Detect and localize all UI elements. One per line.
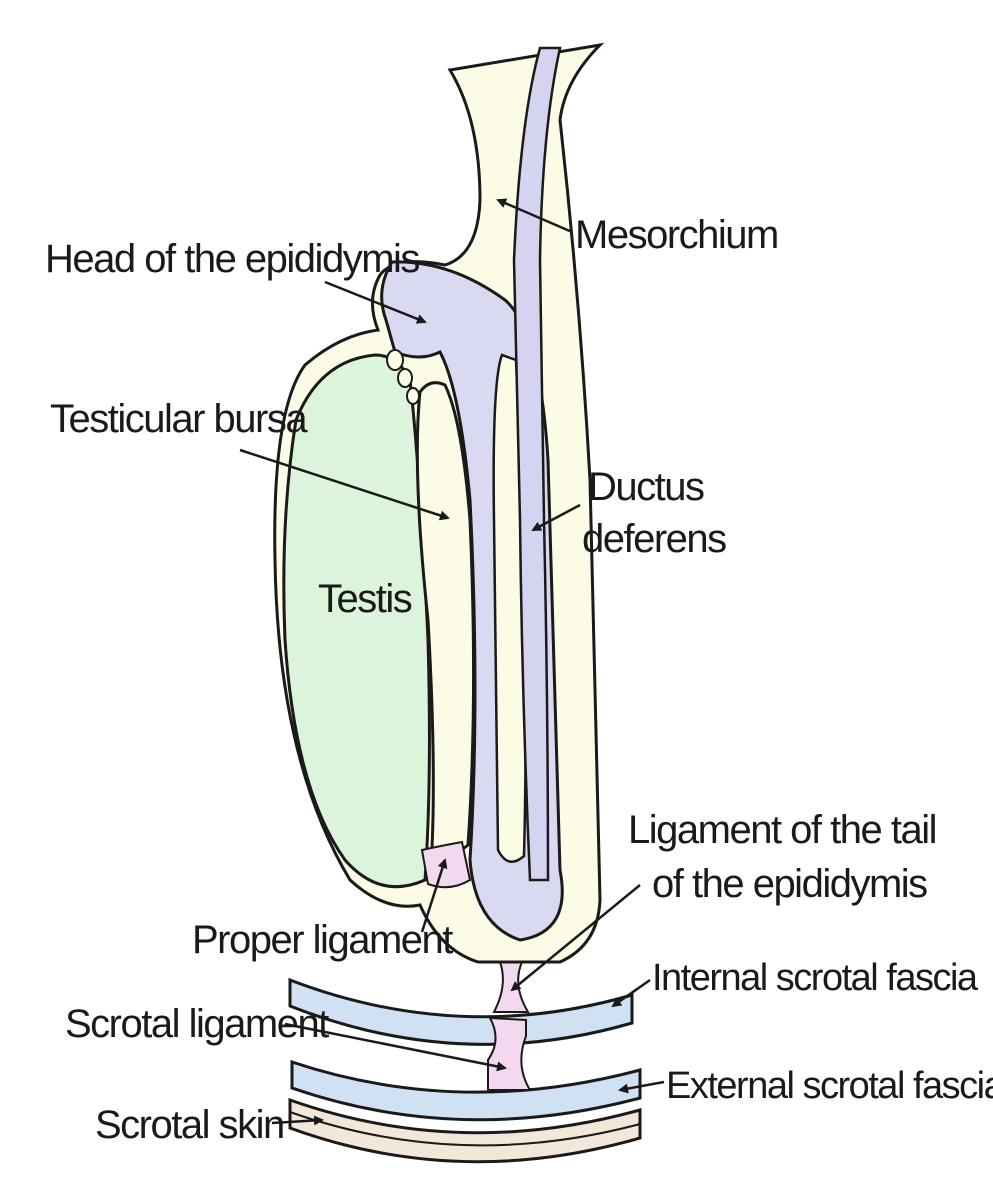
- bubble-2: [397, 368, 413, 388]
- label-internal-fascia: Internal scrotal fascia: [652, 957, 979, 999]
- mesorchium-arrow: [496, 198, 573, 234]
- label-testicular-bursa: Testicular bursa: [50, 397, 308, 441]
- internal-fascia-arrow: [611, 978, 651, 1008]
- bubble-3: [406, 387, 420, 405]
- label-head-epididymis: Head of the epididymis: [45, 237, 419, 281]
- external-fascia-arrow: [618, 1080, 665, 1094]
- testicular-bursa-shape: [415, 381, 476, 856]
- scrotal-skin-layer: [288, 1097, 642, 1164]
- ductus-deferens-shape: [512, 46, 562, 882]
- testicular-bursa-arrow: [239, 448, 450, 521]
- proper-ligament-shape: [420, 840, 472, 889]
- bubble-1: [386, 349, 404, 371]
- external-scrotal-fascia-layer: [290, 1059, 642, 1122]
- label-scrotal-skin: Scrotal skin: [95, 1103, 284, 1147]
- proper-ligament-arrow: [420, 858, 448, 933]
- ligament-of-tail-shape: [492, 961, 530, 1013]
- label-ductus-line2: deferens: [582, 517, 726, 561]
- head-epididymis-arrow: [324, 280, 427, 324]
- label-testis: Testis: [318, 577, 412, 621]
- scrotal-skin-arrow: [271, 1115, 324, 1126]
- label-proper-ligament: Proper ligament: [192, 918, 453, 962]
- label-scrotal-ligament: Scrotal ligament: [65, 1002, 329, 1046]
- lig-tail-arrow: [510, 884, 641, 992]
- label-ductus-line1: Ductus: [588, 465, 704, 509]
- label-external-fascia: External scrotal fascia: [666, 1065, 993, 1107]
- label-lig-tail-line2: of the epididymis: [652, 862, 927, 906]
- internal-scrotal-fascia-layer: [288, 977, 634, 1046]
- label-lig-tail-line1: Ligament of the tail: [628, 808, 936, 852]
- scrotal-ligament-arrow: [284, 1022, 507, 1072]
- label-mesorchium: Mesorchium: [575, 213, 778, 257]
- scrotal-ligament-shape: [487, 1016, 532, 1091]
- ductus-arrow: [531, 503, 581, 532]
